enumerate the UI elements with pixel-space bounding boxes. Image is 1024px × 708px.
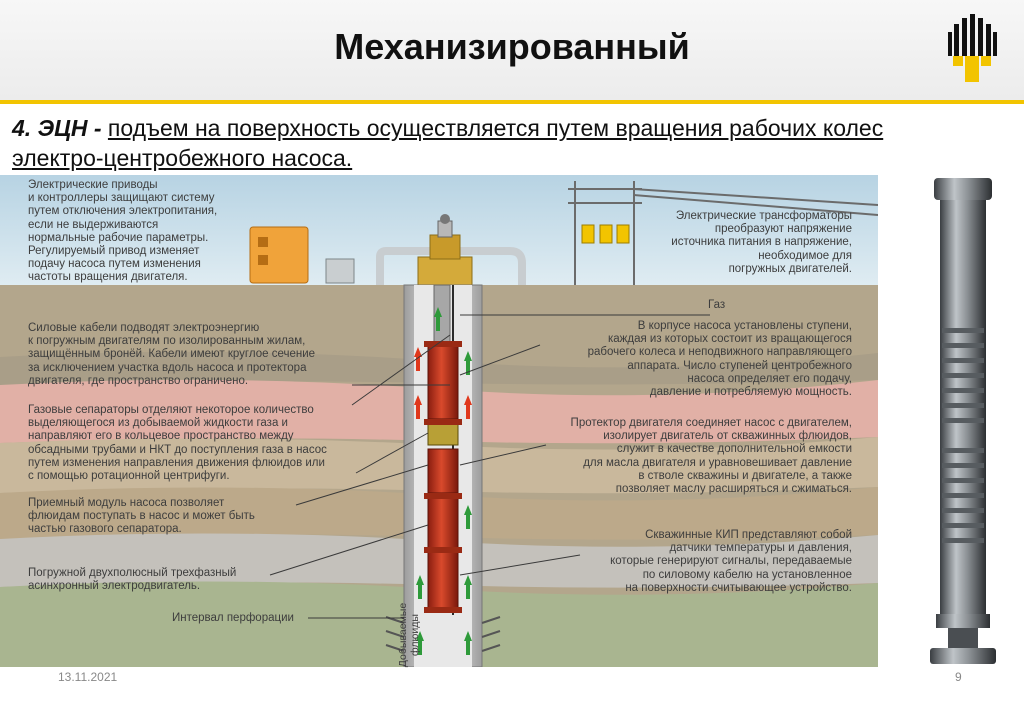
leader-lines — [269, 314, 710, 619]
label-transformers: Электрические трансформаторы преобразуют… — [671, 210, 852, 275]
label-separators: Газовые сепараторы отделяют некоторое ко… — [28, 404, 327, 483]
label-fluids: Добываемые флюиды — [397, 602, 421, 668]
label-sensors: Скважинные КИП представляют собой датчик… — [610, 529, 852, 594]
subtitle-lead: 4. ЭЦН - — [12, 115, 102, 141]
label-protector: Протектор двигателя соединяет насос с дв… — [570, 417, 852, 496]
motor-protector — [427, 448, 459, 494]
rosneft-logo-icon — [948, 14, 997, 82]
page-number: 9 — [955, 670, 962, 684]
esp-pump — [427, 342, 459, 420]
flow-arrows-red — [414, 347, 472, 419]
flow-arrows-green — [416, 307, 472, 655]
subtitle-text: подъем на поверхность осуществляется пут… — [12, 115, 884, 171]
header-divider — [0, 100, 1024, 104]
gas-separator — [427, 422, 459, 446]
slide-title: Механизированный — [334, 26, 690, 67]
label-intake: Приемный модуль насоса позволяет флюидам… — [28, 497, 255, 536]
label-drives: Электрические приводы и контроллеры защи… — [28, 179, 218, 284]
slide-subtitle: 4. ЭЦН - подъем на поверхность осуществл… — [12, 113, 942, 173]
junction-box — [325, 258, 355, 284]
label-cables: Силовые кабели подводят электроэнергию к… — [28, 322, 316, 387]
wellhead — [417, 256, 473, 286]
label-perforation: Интервал перфорации — [172, 612, 294, 624]
footer-date: 13.11.2021 — [58, 670, 118, 684]
label-gas: Газ — [708, 299, 726, 311]
esp-pump-photo — [930, 178, 996, 664]
label-motor: Погружной двухполюсный трехфазный асинхр… — [28, 567, 237, 593]
slide-header — [0, 0, 1024, 100]
transformer-pole — [568, 181, 878, 285]
esp-well-diagram — [0, 175, 878, 667]
label-stages: В корпусе насоса установлены ступени, ка… — [587, 320, 852, 399]
